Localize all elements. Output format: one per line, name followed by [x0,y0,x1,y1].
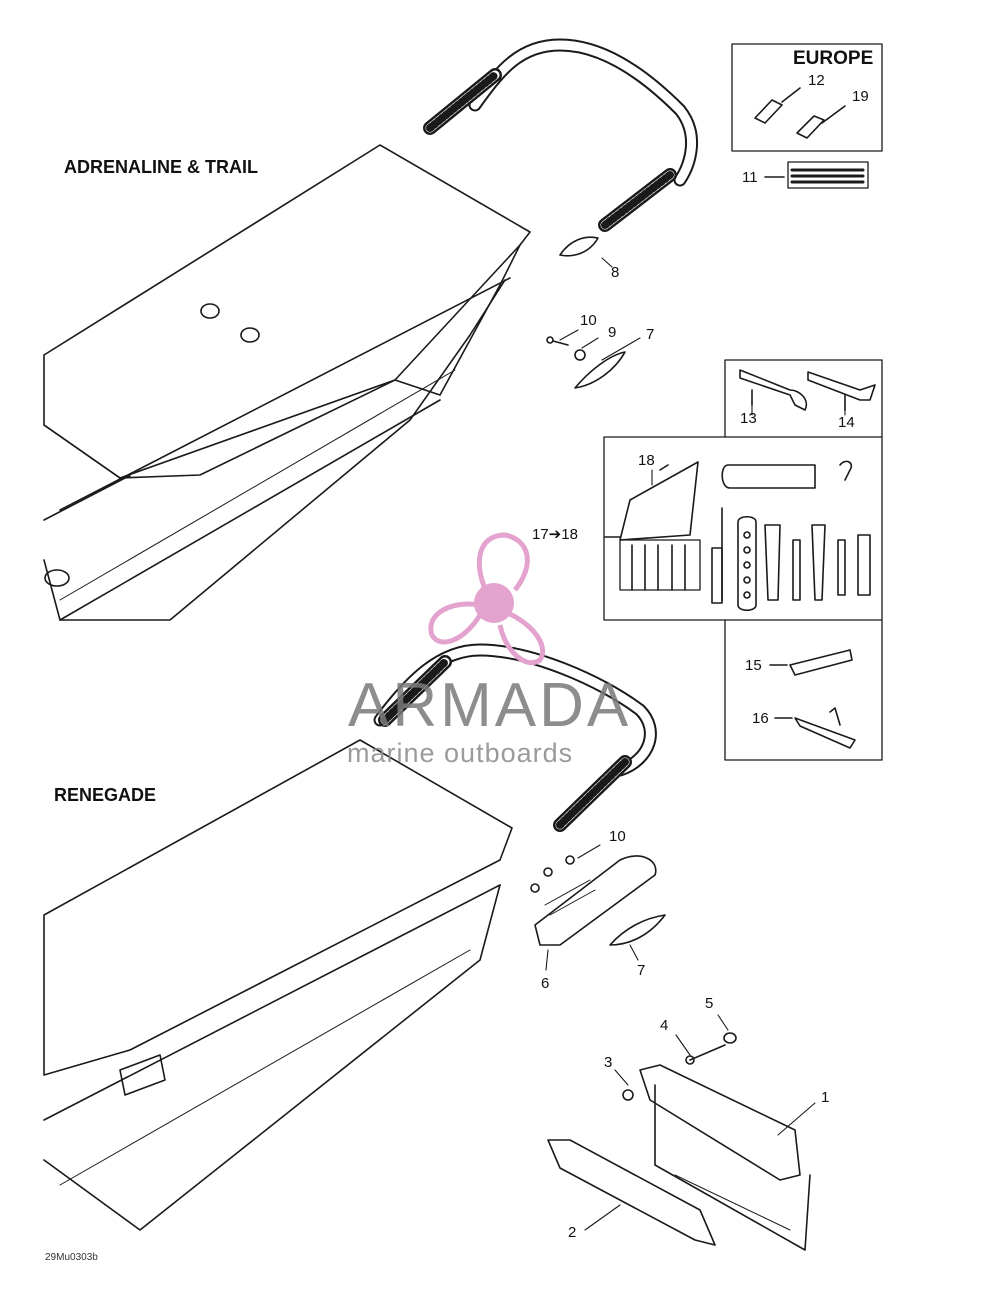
decal-11 [764,161,869,189]
callout-19: 19 [852,88,869,105]
fasteners-top [546,336,626,389]
callout-1: 1 [821,1089,830,1106]
callout-12: 12 [808,72,825,89]
callout-5: 5 [705,995,714,1012]
europe-box-title: EUROPE [793,48,874,69]
callout-2: 2 [568,1224,577,1241]
watermark-tagline: marine outboards [347,738,574,768]
callout-13: 13 [740,410,757,427]
callout-14: 14 [838,414,855,431]
callout-17-18: 17➔18 [532,526,578,543]
section-title-renegade: RENEGADE [54,785,157,805]
callout-16: 16 [752,710,769,727]
callout-4: 4 [660,1017,669,1034]
snowflap-assembly [547,1032,811,1251]
drawing-code: 29Mu0303b [45,1252,98,1263]
section-title-adrenaline-trail: ADRENALINE & TRAIL [64,157,258,177]
callout-18: 18 [638,452,655,469]
armada-logo-icon [428,532,546,665]
tool-kit-box [603,359,883,761]
callout-7-bottom: 7 [637,962,646,979]
callout-8: 8 [611,264,620,281]
rear-bumper-bottom [373,643,657,832]
callout-7-top: 7 [646,326,655,343]
callout-11: 11 [742,169,758,186]
rear-bumper-top [423,38,699,257]
callout-15: 15 [745,657,762,674]
tunnel-bottom [43,739,513,1231]
callout-10-bottom: 10 [609,828,626,845]
europe-box [731,43,883,152]
callout-9: 9 [608,324,617,341]
tunnel-top [43,144,531,621]
handle-grip [530,855,666,946]
watermark-brand: ARMADA [348,671,632,740]
callout-3: 3 [604,1054,613,1071]
callout-10-top: 10 [580,312,597,329]
leader-lines [545,257,846,1231]
callout-6: 6 [541,975,550,992]
